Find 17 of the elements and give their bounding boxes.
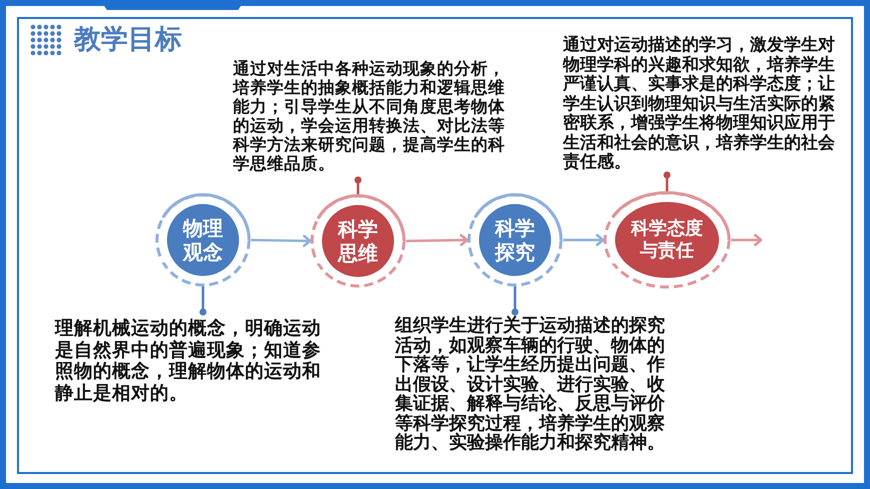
title: 教学目标 [74, 24, 182, 56]
topic-circle: 科学思维 [310, 194, 406, 288]
arrow [406, 234, 468, 246]
arrow [731, 234, 762, 246]
topic-circle: 科学态度与责任 [603, 191, 731, 289]
topic-circle: 科学探究 [467, 193, 563, 287]
leader-line [200, 284, 206, 316]
description-text: 通过对生活中各种运动现象的分析，培养学生的抽象概括能力和逻辑思维能力；引导学生从不同角度思考物体的运动，学会运用转换法、对比法等科学方法来研究问题，提高学生的科学思维品质。 [228, 55, 518, 180]
topic-circle: 物理观念 [155, 193, 251, 287]
arrow [250, 234, 312, 248]
arrow [563, 234, 604, 246]
leader-line [512, 284, 518, 316]
description-text: 组织学生进行关于运动描述的探究活动，如观察车辆的行驶、物体的下落等，让学生经历提出问题、作出假设、设计实验、进行实验、收集证据、解释与结论、反思与评价等科学探究过程，培养学生的观察能力、实验操作能力和探究精神。 [390, 312, 675, 472]
description-text: 理解机械运动的概念，明确运动是自然界中的普遍现象；知道参照物的概念，理解物体的运动和静止是相对的。 [50, 312, 328, 405]
description-text: 通过对运动描述的学习，激发学生对物理学科的兴趣和求知欲，培养学生严谨认真、实事求是的科学态度；让学生认识到物理知识与生活实际的紧密联系，增强学生将物理知识应用于生活和社会的意识，培养学生的社会责任感。 [558, 33, 848, 175]
leader-line [354, 176, 362, 197]
leader-line [664, 172, 670, 194]
